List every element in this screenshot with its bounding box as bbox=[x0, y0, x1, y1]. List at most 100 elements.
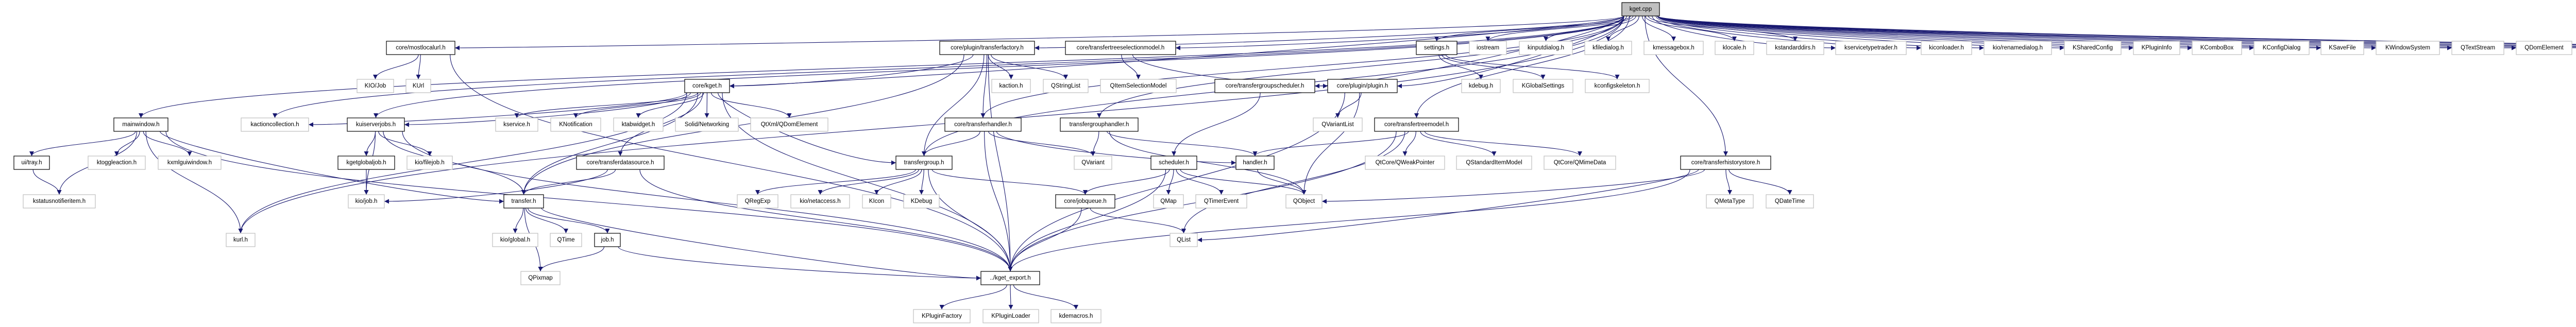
node-box bbox=[1921, 41, 1972, 55]
node-box bbox=[347, 117, 405, 132]
node-qtextstream: QTextStream bbox=[2451, 41, 2504, 55]
node-core-transferdatasource-h[interactable]: core/transferdatasource.h bbox=[576, 156, 665, 170]
edge-scheduler-h-to-kget-export-h bbox=[1008, 169, 1166, 272]
node-kuiserverjobs-h[interactable]: kuiserverjobs.h bbox=[347, 117, 405, 132]
node-label: KNotification bbox=[559, 122, 592, 128]
edge-core-mostlocalurl-h-to-kio-job bbox=[373, 54, 419, 80]
node-kio-renamedialog-h: kio/renamedialog.h bbox=[1984, 41, 2052, 55]
node-kget-cpp[interactable]: kget.cpp bbox=[1621, 2, 1660, 16]
node-label: kio/filejob.h bbox=[415, 160, 445, 166]
node-core-transferhandler-h[interactable]: core/transferhandler.h bbox=[944, 117, 1022, 132]
node-kdebug: KDebug bbox=[903, 194, 940, 209]
node-qobject: QObject bbox=[1285, 194, 1323, 209]
edge-kuiserverjobs-h-to-kio-filejob-h bbox=[378, 131, 432, 157]
edge-core-plugin-transferfactory-h-to-core-kget-h bbox=[729, 54, 974, 89]
node-box bbox=[1313, 117, 1363, 132]
edge-mainwindow-h-to-kurl-h bbox=[145, 131, 243, 234]
edge-kget-cpp-to-kwindowsystem bbox=[1657, 15, 2377, 50]
node-box bbox=[1766, 194, 1814, 209]
edge-core-transfertreemodel-h-to-qlist bbox=[1181, 131, 1405, 234]
node-mainwindow-h[interactable]: mainwindow.h bbox=[113, 117, 168, 132]
node-label: KSaveFile bbox=[2329, 45, 2355, 51]
node-box bbox=[2516, 41, 2572, 55]
node-core-plugin-plugin-h[interactable]: core/plugin/plugin.h bbox=[1327, 79, 1398, 93]
node-core-kget-h[interactable]: core/kget.h bbox=[684, 79, 730, 93]
node-box bbox=[23, 194, 96, 209]
node-label: transfergrouphandler.h bbox=[1070, 122, 1129, 128]
node-core-jobqueue-h[interactable]: core/jobqueue.h bbox=[1055, 194, 1115, 209]
node-box bbox=[1374, 117, 1459, 132]
node-iostream: iostream bbox=[1469, 41, 1507, 55]
node-box bbox=[1214, 79, 1315, 93]
node-box bbox=[2064, 41, 2122, 55]
node-qmetatype: QMetaType bbox=[1706, 194, 1754, 209]
node-label: QPixmap bbox=[528, 275, 552, 281]
node-label: mainwindow.h bbox=[122, 122, 159, 128]
node-kdebug-h: kdebug.h bbox=[1461, 79, 1501, 93]
node-transfer-h[interactable]: transfer.h bbox=[503, 194, 544, 209]
node-label: ktabwidget.h bbox=[622, 122, 655, 128]
node-label: core/transferdatasource.h bbox=[586, 160, 654, 166]
edge-scheduler-h-to-core-jobqueue-h bbox=[1083, 169, 1170, 195]
node-label: Solid/Networking bbox=[685, 122, 729, 128]
edge-core-kget-h-to-transfer-h bbox=[521, 92, 699, 195]
node-label: transfergroup.h bbox=[904, 160, 944, 166]
node-label: kdebug.h bbox=[1469, 83, 1493, 89]
edge-transfergrouphandler-h-to-qvariant bbox=[1091, 131, 1099, 157]
node-box bbox=[1050, 309, 1101, 323]
node-box bbox=[1074, 156, 1112, 170]
node-label: ktoggleaction.h bbox=[97, 160, 137, 166]
node-label: kfiledialog.h bbox=[1592, 45, 1624, 51]
nodes-layer: kget.cpp mainwindow.h core/mostlocalurl.h k… bbox=[13, 2, 2572, 323]
node-box bbox=[1150, 156, 1197, 170]
node-ksavefile: KSaveFile bbox=[2320, 41, 2364, 55]
node-box bbox=[1100, 79, 1177, 93]
node-label: core/transfertreemodel.h bbox=[1384, 122, 1449, 128]
edge-transfergroup-h-to-qregexp bbox=[755, 169, 916, 195]
edge-handler-h-to-qobject bbox=[1257, 169, 1307, 195]
node-core-transfertreemodel-h[interactable]: core/transfertreemodel.h bbox=[1374, 117, 1459, 132]
node-label: transfer.h bbox=[512, 198, 536, 204]
node-job-h[interactable]: job.h bbox=[594, 233, 621, 247]
node-settings-h[interactable]: settings.h bbox=[1416, 41, 1458, 55]
edge-core-transferhistorystore-h-to-qlist bbox=[1197, 169, 1699, 243]
node-box bbox=[1519, 41, 1573, 55]
node-label: QRegExp bbox=[745, 198, 771, 204]
node-kgetglobaljob-h[interactable]: kgetglobaljob.h bbox=[337, 156, 395, 170]
node-transfergrouphandler-h[interactable]: transfergrouphandler.h bbox=[1060, 117, 1139, 132]
node-kglobalsettings: KGlobalSettings bbox=[1513, 79, 1573, 93]
node-core-transferhistorystore-h[interactable]: core/transferhistorystore.h bbox=[1680, 156, 1771, 170]
node-box bbox=[1170, 233, 1198, 247]
node-core-plugin-transferfactory-h[interactable]: core/plugin/transferfactory.h bbox=[939, 41, 1035, 55]
node-ui-tray-h[interactable]: ui/tray.h bbox=[13, 156, 50, 170]
node-handler-h[interactable]: handler.h bbox=[1235, 156, 1275, 170]
node-label: KComboBox bbox=[2200, 45, 2234, 51]
node-box bbox=[750, 117, 828, 132]
edge-mainwindow-h-to-transfer-h bbox=[160, 131, 504, 204]
node-box bbox=[1416, 41, 1458, 55]
node-scheduler-h[interactable]: scheduler.h bbox=[1150, 156, 1197, 170]
node-solid-networking: Solid/Networking bbox=[675, 117, 739, 132]
node-box bbox=[613, 117, 664, 132]
node-box bbox=[1060, 117, 1139, 132]
node-transfergroup-h[interactable]: transfergroup.h bbox=[895, 156, 953, 170]
node-label: QTextStream bbox=[2461, 45, 2495, 51]
node-label: core/transfertreeselectionmodel.h bbox=[1077, 45, 1165, 51]
node-label: kio/netaccess.h bbox=[800, 198, 840, 204]
node-core-mostlocalurl-h[interactable]: core/mostlocalurl.h bbox=[386, 41, 455, 55]
node-core-transfergroupscheduler-h[interactable]: core/transfergroupscheduler.h bbox=[1214, 79, 1315, 93]
node-label: iostream bbox=[1477, 45, 1499, 51]
node-label: kxmlguiwindow.h bbox=[167, 160, 212, 166]
node-label: QList bbox=[1177, 237, 1191, 243]
node-label: core/jobqueue.h bbox=[1064, 198, 1106, 204]
node-label: KPluginLoader bbox=[991, 313, 1030, 319]
node-box bbox=[1984, 41, 2052, 55]
edge-settings-h-to-kglobalsettings bbox=[1442, 54, 1546, 80]
node-box bbox=[1643, 41, 1704, 55]
node-label: ui/tray.h bbox=[21, 160, 42, 166]
node-core-transfertreeselectionmodel-h[interactable]: core/transfertreeselectionmodel.h bbox=[1065, 41, 1176, 55]
node-kget-export-h[interactable]: ../kget_export.h bbox=[980, 271, 1040, 285]
node-kconfigskeleton-h: kconfigskeleton.h bbox=[1585, 79, 1650, 93]
edge-transfer-h-to-kget-export-h bbox=[541, 208, 981, 281]
node-label: KGlobalSettings bbox=[1522, 83, 1565, 89]
